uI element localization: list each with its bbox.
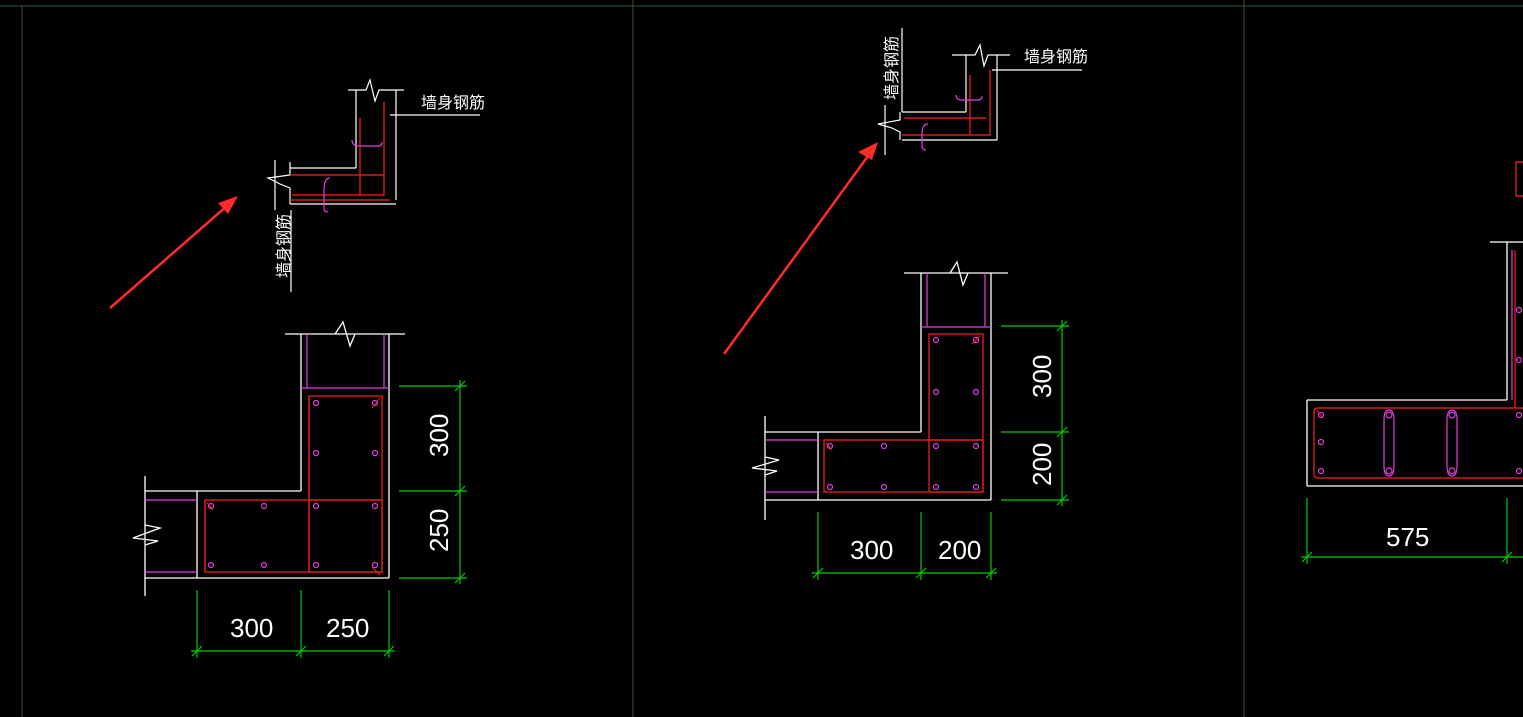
panel1-small-detail: 墙身钢筋 墙身钢筋 bbox=[265, 78, 485, 292]
panel1-dim-horizontal-right: 250 bbox=[326, 613, 369, 643]
panel1-dim-vertical-top: 300 bbox=[424, 414, 454, 457]
panel3-dim-horizontal-left: 575 bbox=[1386, 522, 1429, 552]
panel2-small-detail: 墙身钢筋 墙身钢筋 bbox=[877, 28, 1088, 155]
panel2-label-wall-rebar-top: 墙身钢筋 bbox=[1024, 47, 1088, 66]
panel1-section: 300 250 300 250 bbox=[132, 320, 467, 658]
panel1-dim-vertical-bottom: 250 bbox=[424, 509, 454, 552]
panel1-label-wall-rebar-top: 墙身钢筋 bbox=[421, 93, 485, 112]
panel2-dim-vertical-bottom: 200 bbox=[1027, 443, 1057, 486]
panel2-dim-horizontal-left: 300 bbox=[850, 535, 893, 565]
panel2-section: 300 200 300 200 bbox=[751, 260, 1069, 580]
panel3-section: 575 bbox=[1301, 161, 1523, 564]
panel2-label-wall-rebar-side: 墙身钢筋 bbox=[882, 36, 901, 100]
panel2-red-arrow bbox=[722, 142, 878, 355]
panel2-dim-horizontal-right: 200 bbox=[938, 535, 981, 565]
panel1-red-arrow bbox=[109, 196, 238, 309]
panel1-label-wall-rebar-side: 墙身钢筋 bbox=[274, 214, 293, 278]
panel2-dim-vertical-top: 300 bbox=[1027, 355, 1057, 398]
panel1-dim-horizontal-left: 300 bbox=[230, 613, 273, 643]
